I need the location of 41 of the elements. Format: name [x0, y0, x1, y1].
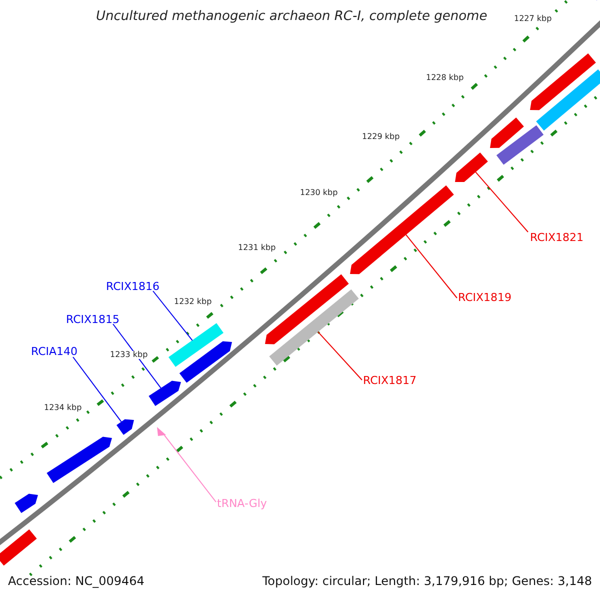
gene-segment: [496, 125, 544, 165]
leader-line: [164, 434, 216, 502]
gene-segment: [530, 53, 596, 110]
scale-label: 1229 kbp: [362, 133, 400, 141]
gene-segment: [269, 289, 359, 366]
gene-segment: [536, 69, 600, 131]
gene-segment: [455, 152, 488, 182]
trna-marker-icon: [157, 427, 166, 436]
gene-label: RCIX1815: [66, 314, 120, 325]
gene-segment: [168, 323, 224, 367]
leader-line: [317, 331, 362, 380]
scale-label: 1228 kbp: [426, 74, 464, 82]
gene-segment: [179, 341, 232, 383]
leader-line: [72, 356, 122, 422]
map-title: Uncultured methanogenic archaeon RC-I, complete genome: [96, 10, 488, 23]
gene-segment: [265, 274, 349, 344]
gene-label: RCIX1819: [458, 292, 512, 303]
gene-segment: [116, 419, 134, 435]
gene-segment: [14, 494, 38, 513]
scale-label: 1230 kbp: [300, 189, 338, 197]
accession-text: Accession: NC_009464: [8, 575, 144, 587]
gene-segment: [490, 118, 524, 148]
gene-segment: [350, 185, 454, 274]
gene-segment: [148, 380, 181, 406]
gene-label: RCIX1816: [106, 281, 160, 292]
genome-summary-text: Topology: circular; Length: 3,179,916 bp; Genes: 3,148: [262, 575, 592, 587]
leader-line: [475, 171, 528, 232]
gene-segment: [46, 436, 112, 483]
scale-label: 1233 kbp: [110, 351, 148, 359]
scale-label: 1227 kbp: [514, 15, 552, 23]
gene-label: RCIX1821: [530, 232, 584, 243]
leader-line: [112, 324, 162, 389]
scale-label: 1232 kbp: [174, 298, 212, 306]
leader-line: [152, 290, 193, 341]
gene-label: RCIX1817: [363, 375, 417, 386]
leader-line: [405, 234, 458, 298]
scale-label: 1231 kbp: [238, 244, 276, 252]
gene-label: tRNA-Gly: [217, 498, 267, 509]
gene-segment: [0, 529, 37, 566]
scale-label: 1234 kbp: [44, 404, 82, 412]
gene-label: RCIA140: [31, 346, 78, 357]
